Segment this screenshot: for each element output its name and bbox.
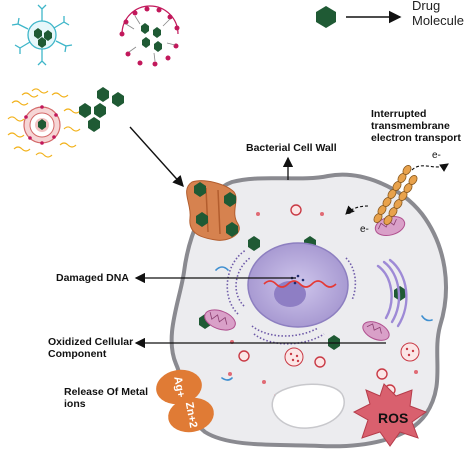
transport-line1: Interrupted (371, 108, 427, 120)
metal-line1: Release Of Metal (64, 386, 149, 398)
cell-wall-label: Bacterial Cell Wall (246, 142, 337, 154)
ros-burst (352, 383, 428, 447)
electron-flow-arrows (345, 163, 449, 215)
legend-drug-line2: Molecule (412, 13, 465, 28)
metal-line2: ions (64, 398, 86, 410)
electron-transport-protein (373, 165, 418, 225)
free-drug-molecules (79, 87, 124, 132)
micelle-nanoparticle-pink (119, 5, 180, 67)
transport-line3: electron transport (371, 132, 461, 144)
oxidized-line2: Component (48, 348, 107, 360)
electron-label-2: e- (360, 224, 369, 235)
oxidized-line1: Oxidized Cellular (48, 336, 134, 348)
vacuole (271, 383, 345, 429)
endoplasmic-reticulum (226, 249, 357, 345)
golgi-apparatus (376, 258, 408, 328)
nucleus (247, 242, 349, 328)
entry-arrow (129, 126, 184, 188)
liposome-nanoparticle (7, 88, 81, 158)
microtubules (215, 266, 433, 381)
oxidized-component-label: Oxidized Cellular Component (48, 336, 133, 360)
metal-ions-label: Release Of Metal ions (64, 386, 148, 410)
transport-label: Interrupted transmembrane electron trans… (371, 108, 461, 144)
membrane-porin-protein (186, 180, 240, 241)
electron-label-1: e- (432, 150, 441, 161)
legend-drug-line1: Drug (412, 0, 441, 13)
damaged-dna-label: Damaged DNA (56, 272, 129, 284)
legend-drug-label: Drug Molecule (412, 0, 464, 28)
transport-line2: transmembrane (371, 120, 450, 132)
ros-label: ROS (378, 410, 409, 426)
legend-drug-icon (316, 6, 336, 28)
electron-label-3: e- (346, 206, 355, 217)
dendrimer-nanoparticle-cyan (11, 4, 73, 66)
